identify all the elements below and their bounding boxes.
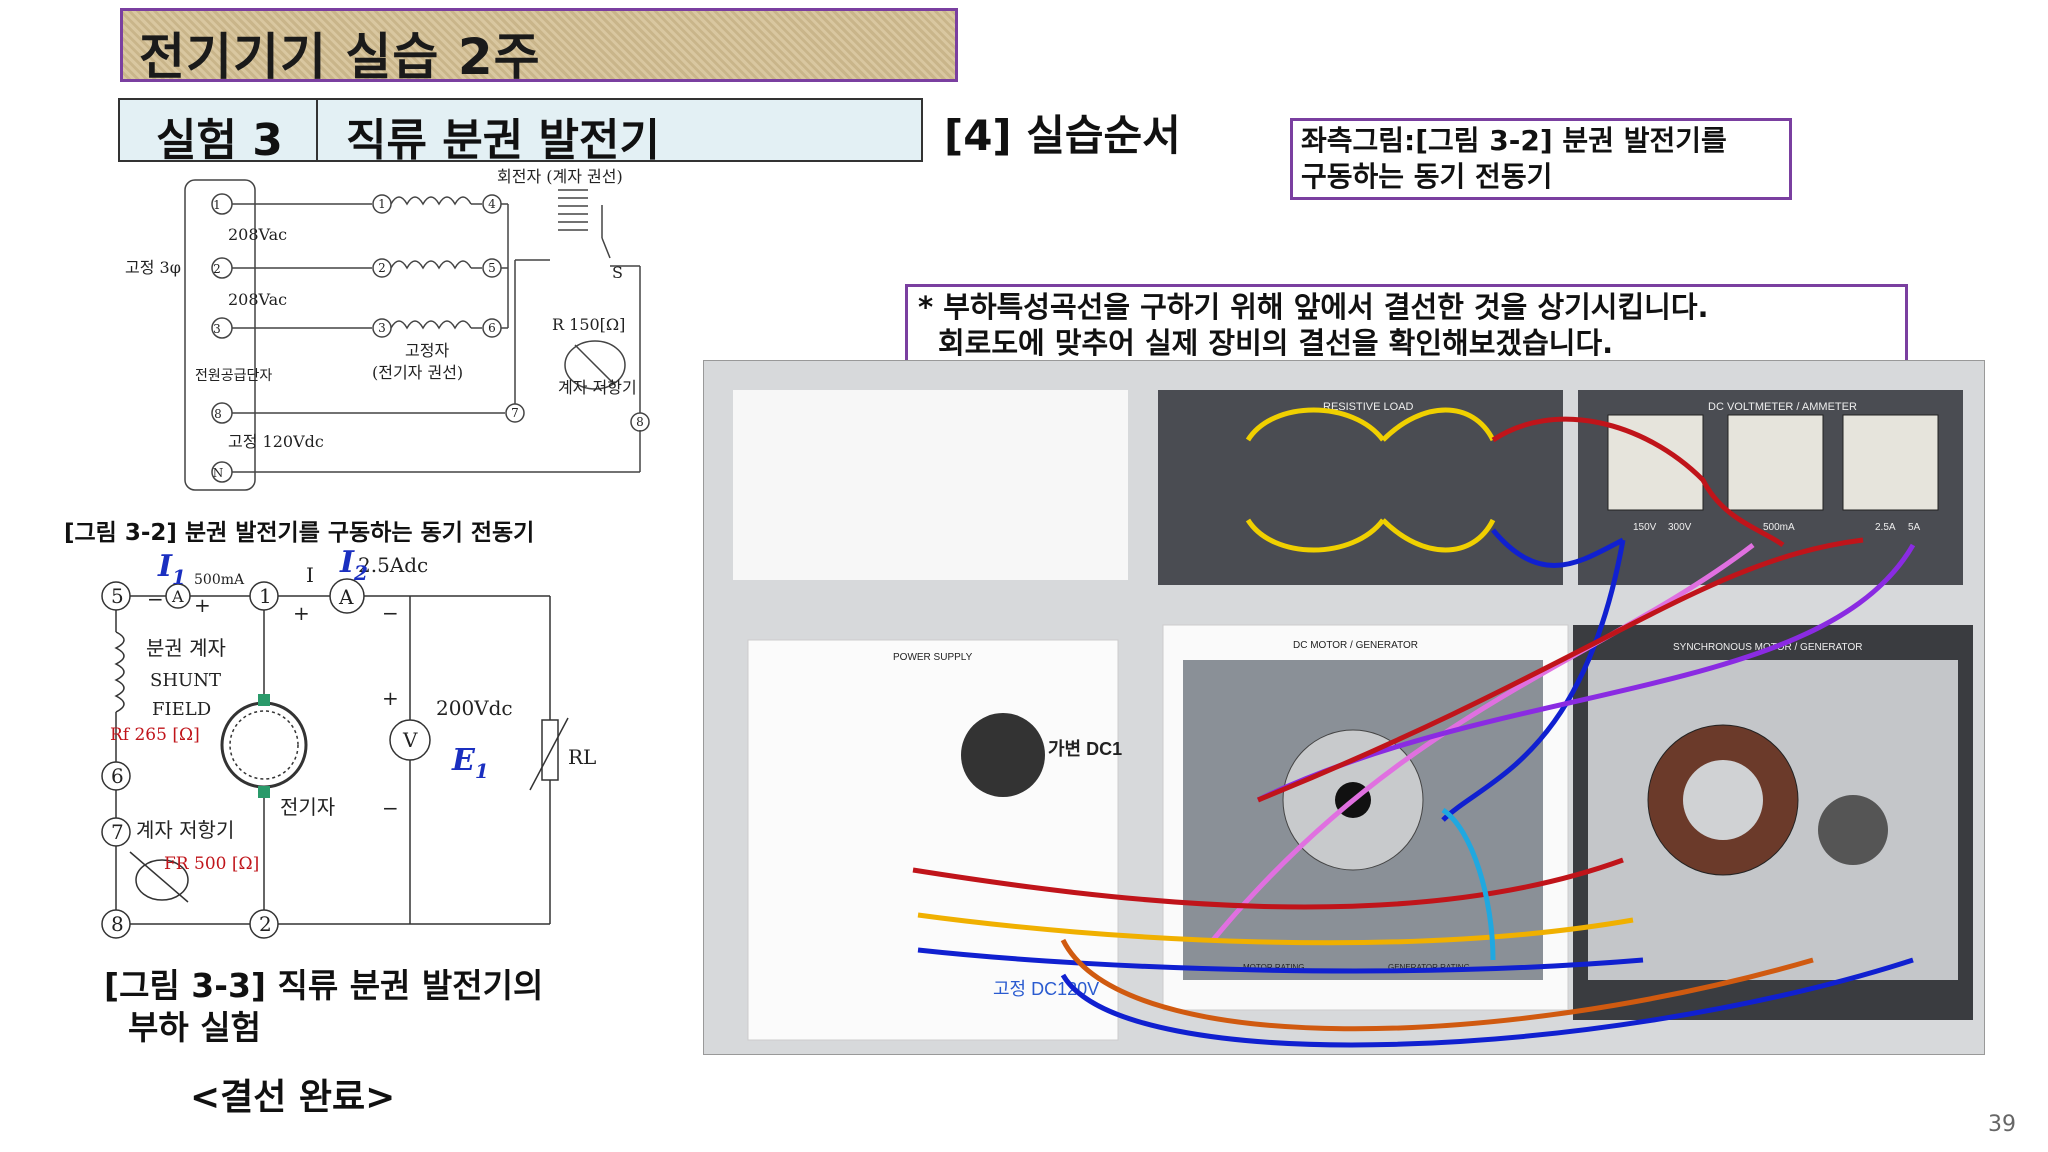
fixed120-label: 고정 120Vdc [228,432,324,451]
figure-3-2-caption: [그림 3-2] 분권 발전기를 구동하는 동기 전동기 [64,520,535,546]
stator-term-2: 2 [378,261,386,275]
note-top-line2: 구동하는 동기 전동기 [1301,160,1553,193]
figure-3-3-diagram: 5 1 6 7 8 2 A A V − + + − + − 500mA 2.5A… [101,545,596,939]
divider [316,100,318,160]
fr-label: FR 500 [Ω] [164,854,259,874]
stator-label1: 고정자 [405,341,449,360]
plus-a1: + [194,593,211,617]
motor-rating-label: MOTOR RATING [1243,963,1304,972]
term-3: 3 [213,322,221,336]
switch-label: S [612,263,623,282]
meter-range-300v: 300V [1668,522,1692,533]
note-top: 좌측그림:[그림 3-2] 분권 발전기를 구동하는 동기 전동기 [1290,118,1792,200]
minus-a2: − [382,601,399,625]
stator-term-1: 1 [378,197,386,211]
voltmeter-symbol: V [402,728,418,752]
title-banner: 전기기기 실습 2주 [120,8,958,86]
power-supply-panel [747,639,1119,1041]
plus-v: + [382,686,399,710]
a25-label: 2.5Adc [358,553,428,577]
ammeter1-symbol: A [171,587,184,606]
i2-label: I2 [339,545,368,585]
v200-label: 200Vdc [436,696,513,720]
experiment-header: 실험 3 직류 분권 발전기 [118,98,923,166]
dc-motor-label: DC MOTOR / GENERATOR [1293,640,1418,651]
figure-3-3-caption: [그림 3-3] 직류 분권 발전기의 부하 실험 [104,965,543,1049]
term-8: 8 [214,407,222,421]
resistive-load-label: RESISTIVE LOAD [1323,401,1414,413]
armature-label: 전기자 [280,795,335,819]
current-i-label: I [306,563,314,587]
node-6: 6 [111,764,124,788]
fixed3-label: 고정 3φ [125,258,181,277]
note-top-line1: 좌측그림:[그림 3-2] 분권 발전기를 [1301,124,1727,157]
r150-label: R 150[Ω] [552,315,625,334]
meter-range-150v: 150V [1633,522,1657,533]
stator-term-4: 4 [488,197,496,211]
field-res-label-33: 계자 저항기 [136,818,234,842]
stator-term-6: 6 [488,321,496,335]
shunt-en1-label: SHUNT [150,670,221,691]
node-8: 8 [111,912,124,936]
fig33-caption-line1: [그림 3-3] 직류 분권 발전기의 [104,966,544,1005]
shunt-kr-label: 분권 계자 [146,636,226,660]
rotor-label: 회전자 (계자 권선) [497,167,623,186]
generator-rating-label: GENERATOR RATING [1388,963,1470,972]
experiment-number: 실험 3 [156,115,283,166]
shunt-en2-label: FIELD [152,699,211,720]
node-5: 5 [111,584,124,608]
equipment-photo: RESISTIVE LOAD DC VOLTMETER / AMMETER 15… [703,360,1985,1055]
step-heading: [4] 실습순서 [944,111,1181,160]
term-7: 7 [511,406,519,420]
page-title: 전기기기 실습 2주 [139,28,541,86]
meter-range-2-5a: 2.5A [1875,522,1896,533]
v208a-label: 208Vac [228,225,287,244]
term-8b: 8 [636,415,644,429]
a500-label: 500mA [194,572,245,588]
meter-range-500ma: 500mA [1763,522,1795,533]
variable-dc-label: 가변 DC1 [1048,739,1122,759]
fig33-caption-line2: 부하 실험 [128,1008,261,1047]
power-supply-label: POWER SUPPLY [893,652,973,663]
stator-term-3: 3 [378,321,386,335]
e1-label: E1 [451,743,489,783]
node-7: 7 [111,820,124,844]
figure-3-2-diagram: 1 2 3 8 N 1 2 3 4 5 6 7 8 208Vac 208Vac … [125,167,650,491]
done-label: <결선 완료> [190,1077,396,1118]
plus-a2: + [293,601,310,625]
meter-range-5a: 5A [1908,522,1921,533]
dc-meter-label: DC VOLTMETER / AMMETER [1708,401,1857,413]
supply-label: 전원공급단자 [195,368,272,384]
experiment-name: 직류 분권 발전기 [346,115,660,166]
term-n: N [213,466,224,480]
minus-v: − [382,796,399,820]
v208b-label: 208Vac [228,290,287,309]
ammeter2-symbol: A [338,585,354,609]
node-1: 1 [259,584,272,608]
note-mid-line1: * 부하특성곡선을 구하기 위해 앞에서 결선한 것을 상기시킵니다. [918,290,1709,324]
page-number: 39 [1988,1112,2016,1137]
minus-a1: − [147,587,164,611]
stator-label2: (전기자 권선) [372,363,463,382]
rl-label: RL [568,745,596,769]
i1-label: I1 [157,549,186,589]
node-2: 2 [259,912,272,936]
term-2: 2 [213,262,221,276]
term-1: 1 [213,198,221,212]
note-mid: * 부하특성곡선을 구하기 위해 앞에서 결선한 것을 상기시킵니다. 회로도에… [905,284,1908,366]
field-res-label-32: 계자 저항기 [558,378,637,397]
stator-term-5: 5 [488,261,496,275]
note-mid-line2: 회로도에 맞추어 실제 장비의 결선을 확인해보겠습니다. [938,326,1614,360]
rf-label: Rf 265 [Ω] [110,725,200,745]
